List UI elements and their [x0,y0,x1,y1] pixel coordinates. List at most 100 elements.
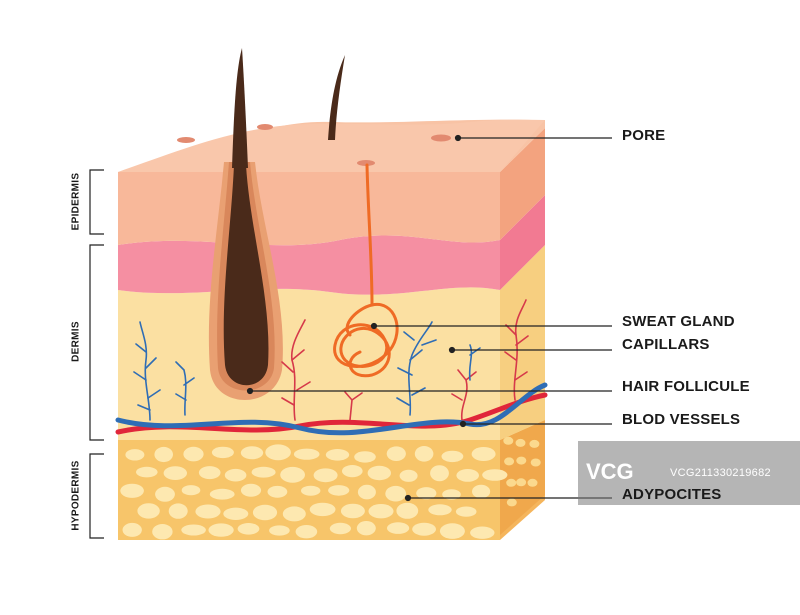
fat-cell [237,523,260,535]
fat-cell [240,483,262,497]
dermis-bracket [89,244,104,441]
fat-cell [455,506,477,517]
fat-cell [414,446,434,462]
fat-cell [280,466,305,483]
fat-cell [428,504,452,516]
fat-cell [354,451,376,463]
label-blod-vessels: BLOD VESSELS [622,411,741,428]
fat-cell [195,504,221,519]
fat-cell [136,466,158,478]
label-dermis: DERMIS [70,321,82,362]
fat-cell [137,503,160,519]
fat-cell [211,446,234,459]
pore-mark [177,137,195,143]
watermark-id: VCG211330219682 [670,467,771,479]
adipocyte-cells [120,436,541,540]
label-sweat-gland: SWEAT GLAND [622,313,735,330]
fat-cell [530,458,541,467]
fat-cell [470,526,495,539]
fat-cell [385,485,407,502]
fat-cell [416,487,437,500]
fat-cell [387,522,410,534]
fat-cell [506,478,517,487]
label-adypocites: ADYPOCITES [622,486,722,503]
fat-cell [516,478,527,487]
fat-cell [482,469,508,481]
fat-cell [293,448,320,460]
fat-cell [295,525,318,539]
fat-cell [342,465,363,478]
fat-cell [439,523,465,539]
fat-cell [399,469,418,482]
fat-cell [430,465,449,482]
fat-cell [252,504,278,521]
fat-cell [120,483,144,498]
fat-cell [386,446,406,462]
layer-brackets [89,169,104,539]
capillaries-red [281,299,529,421]
label-epidermis: EPIDERMIS [70,172,82,231]
fat-cell [309,502,336,517]
fat-cell [163,466,187,480]
fat-cell [527,478,538,487]
fat-cell [471,447,496,461]
fat-cell [503,436,514,445]
fat-cell [168,503,188,519]
hair-follicle [208,48,283,400]
fat-cell [154,446,173,463]
fat-cell [208,523,234,537]
fat-cell [367,465,391,481]
fat-cell [223,507,249,520]
fat-cell [506,498,517,507]
fat-cell [181,485,201,496]
fat-cell [301,485,321,496]
fat-cell [209,488,235,500]
fat-cell [356,521,376,536]
fat-cell [442,489,461,500]
epidermis-layer [118,119,545,246]
sweat-gland [333,163,399,378]
small-hair [328,55,345,140]
fat-cell [240,446,264,460]
label-hypodermis: HYPODERMIS [70,460,82,531]
blood-vessels [115,382,548,436]
fat-cell [313,468,338,483]
label-hair-follicule: HAIR FOLLICULE [622,378,750,395]
label-capillars: CAPILLARS [622,336,710,353]
fat-cell [472,484,491,499]
label-pore: PORE [622,127,666,144]
epidermis-bracket [89,169,104,235]
fat-cell [267,485,288,498]
fat-cell [198,466,221,480]
fat-cell [396,502,419,519]
hypodermis-bracket [89,453,104,539]
fat-cell [265,444,291,461]
fat-cell [282,506,306,522]
fat-cell [224,468,247,482]
watermark-logo: VCG [586,459,634,484]
fat-cell [412,522,436,536]
fat-cell [529,439,540,448]
fat-cell [357,484,376,500]
pores [177,124,451,166]
fat-cell [329,522,351,535]
artery [115,392,548,435]
pore-mark [431,134,451,142]
fat-cell [441,450,464,463]
fat-cell [122,522,142,537]
vein [115,382,548,436]
fat-cell [456,469,480,482]
fat-cell [183,446,204,462]
fat-cell [251,466,276,478]
fat-cell [269,525,290,536]
fat-cell [325,449,350,461]
fat-cell [181,524,206,536]
fat-cell [155,486,175,502]
watermark: VCG VCG211330219682 [578,441,800,505]
pore-mark [357,160,375,166]
fat-cell [328,485,350,496]
fat-cell [504,457,515,466]
fat-cell [515,438,526,447]
fat-cell [125,449,145,461]
